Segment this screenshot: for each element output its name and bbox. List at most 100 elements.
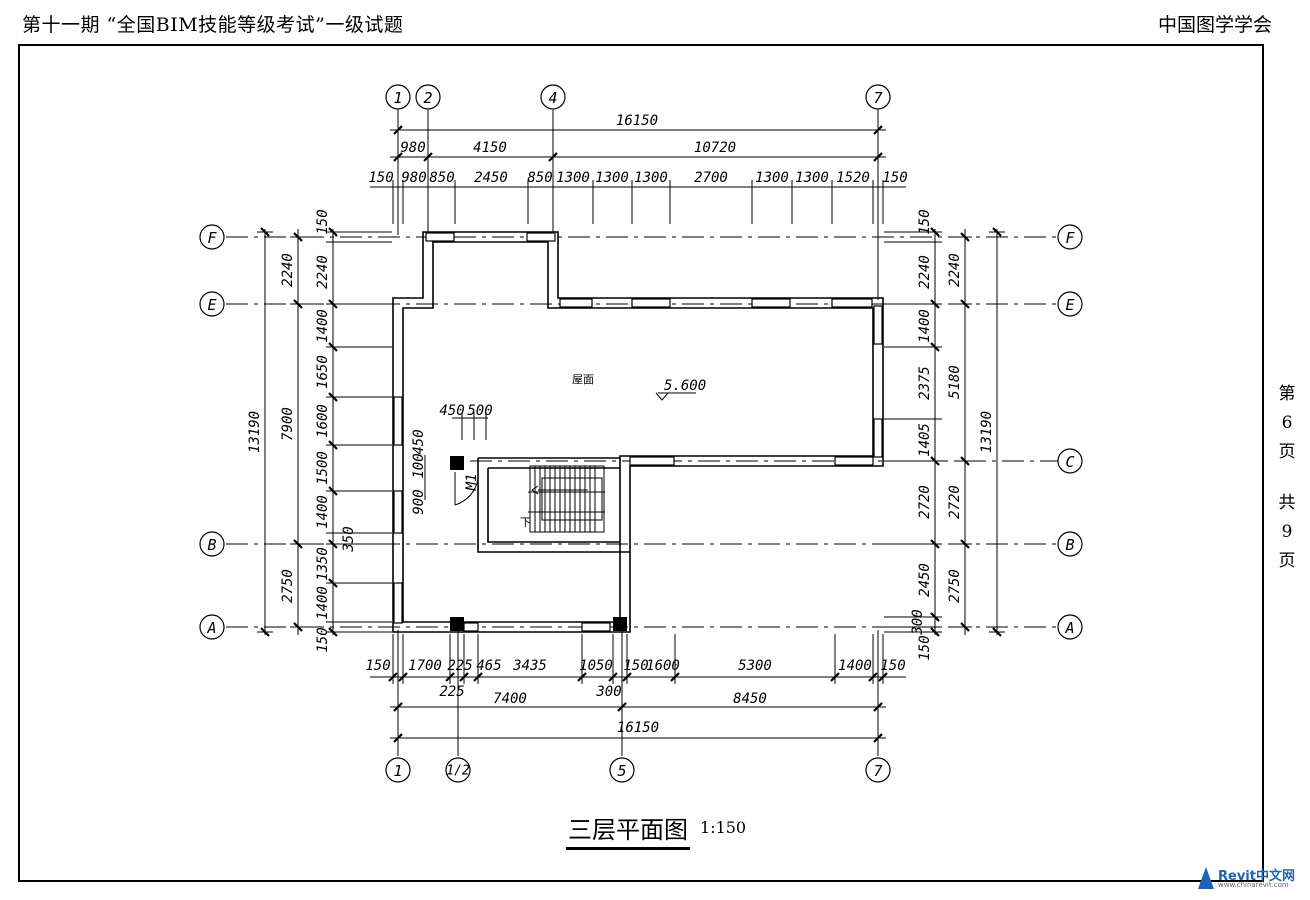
total-char: 9 [1281,522,1293,542]
dim-text: 1650 [315,355,331,389]
dim-text: 450 [439,403,464,419]
grid-label-left: E [207,296,216,314]
dim-text: 1600 [646,658,680,674]
drawing-scale: 1:150 [700,818,747,837]
elevation-label: 5.600 [664,378,706,394]
dim-text: 2375 [917,366,933,400]
dim-text: 10720 [694,140,736,156]
dim-text: 2240 [280,253,296,287]
logo-icon [1198,867,1214,889]
dim-text: 225 [447,658,472,674]
dim-text: 850 [429,170,454,186]
dim-text: 225 [439,684,464,700]
dim-text: 1300 [595,170,629,186]
dim-text: 2750 [947,569,963,603]
dim-text: 900 [411,489,427,514]
stair-mark: 下 [520,516,531,529]
grid-label-right: B [1065,536,1074,554]
dim-text: 2750 [280,569,296,603]
dim-text: 1300 [795,170,829,186]
dim-text: 1050 [579,658,613,674]
grid-label-top: 7 [873,89,882,107]
dim-text: 150 [368,170,393,186]
dim-text: 1400 [315,309,331,343]
dim-text: 465 [476,658,501,674]
drawing-title: 三层平面图 [566,810,690,850]
dim-text: 1350 [315,547,331,581]
page-char: 第 [1278,384,1296,404]
dim-text: 1300 [556,170,590,186]
dim-text: 5180 [947,365,963,399]
dim-text: 8450 [733,691,767,707]
dim-text: 4150 [473,140,507,156]
logo-brand: Revit中文网 [1218,869,1295,884]
dim-text: 2720 [917,485,933,519]
dim-text: 2700 [694,170,728,186]
grid-label-right: F [1065,229,1075,247]
dim-text: 850 [527,170,552,186]
dim-text: 100 [411,453,427,478]
dim-text: 450 [411,429,427,454]
dim-text: 1400 [315,495,331,529]
dim-text: 1520 [836,170,870,186]
dim-text: 2450 [474,170,508,186]
dim-text: 150 [365,658,390,674]
dim-text: 1405 [917,423,933,457]
grid-label-right: A [1064,619,1074,637]
dim-text: 2240 [315,255,331,289]
dim-text: 150 [882,170,907,186]
drawing-frame [18,44,1264,882]
dim-text: 500 [467,403,492,419]
dim-text: 1300 [634,170,668,186]
dim-text: 7400 [493,691,527,707]
dim-text: 150 [917,209,933,234]
dim-text: 16150 [617,720,659,736]
dim-text: 1400 [315,586,331,620]
dim-text: 150 [315,627,331,652]
grid-label-right: E [1065,296,1074,314]
dim-text: 13190 [979,411,995,453]
dim-text: 150 [880,658,905,674]
grid-label-top: 2 [423,89,432,107]
grid-label-left: B [207,536,216,554]
organization-name: 中国图学学会 [1158,14,1273,36]
dim-text: 2450 [917,563,933,597]
dim-text: 7900 [280,407,296,441]
dim-text: 1500 [315,451,331,485]
grid-label-bottom: 1 [393,762,402,780]
dim-text: 13190 [247,411,263,453]
total-char: 页 [1278,551,1296,571]
page-indicator: 第 6 页 共 9 页 [1275,380,1299,576]
total-char: 共 [1278,493,1296,513]
dim-text: 1400 [917,309,933,343]
dim-text: 300 [910,609,926,635]
grid-label-top: 1 [393,89,402,107]
grid-label-left: A [206,619,216,637]
door-label: M1 [464,474,480,492]
grid-label-left: F [207,229,217,247]
logo-url: www.chinarevit.com [1218,881,1289,889]
page-char: 6 [1281,413,1293,433]
dim-text: 150 [315,209,331,234]
dim-text: 300 [595,684,621,700]
dim-text: 980 [400,140,425,156]
dim-text: 1300 [755,170,789,186]
dim-text: 2720 [947,485,963,519]
dim-text: 5300 [738,658,772,674]
grid-label-bottom: 1/2 [446,764,470,779]
dim-text: 150 [917,635,933,660]
grid-label-bottom: 7 [873,762,882,780]
dim-text: 3435 [512,658,547,674]
dim-text: 2240 [947,253,963,287]
dim-text: 1400 [838,658,872,674]
dim-text: 2240 [917,255,933,289]
dim-text: 980 [401,170,426,186]
dim-text: 350 [341,526,357,552]
watermark-logo: Revit中文网 www.chinarevit.com [1196,864,1306,894]
grid-label-top: 4 [548,89,557,107]
exam-title: 第十一期 “全国BIM技能等级考试”一级试题 [22,14,404,36]
grid-label-bottom: 5 [617,762,626,780]
dim-text: 150 [623,658,648,674]
dim-text: 1700 [408,658,442,674]
